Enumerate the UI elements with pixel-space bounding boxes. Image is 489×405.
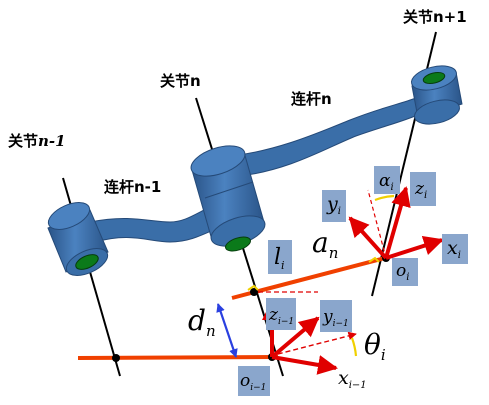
symbol-l-i: li (274, 245, 285, 272)
label-joint-n: 关节n (160, 72, 201, 90)
joint-n-cylinder (190, 145, 266, 252)
link-n-body (231, 97, 421, 177)
symbol-a-n: an (312, 226, 338, 262)
box-z-im1 (266, 298, 296, 330)
axis-ref-dashed-top (367, 189, 387, 259)
label-joint-n-plus-1: 关节n+1 (403, 8, 467, 26)
box-y-im1 (320, 300, 352, 332)
angle-theta-arc (350, 337, 358, 357)
angle-alpha-arc (374, 194, 395, 202)
symbol-x-im1: xi−1 (338, 367, 367, 391)
symbol-theta-i: θi (364, 328, 386, 364)
symbol-o-im1: oi−1 (240, 371, 266, 393)
distance-dn-arrow (216, 303, 238, 358)
joint-n-plus-1-cylinder (411, 65, 463, 125)
box-alpha-i (374, 166, 400, 194)
symbol-d-n: dn (188, 304, 216, 340)
point-joint-n (250, 288, 258, 296)
axis-x-i (385, 235, 444, 260)
box-o-im1 (238, 366, 270, 396)
symbol-z-im1: zi−1 (268, 305, 294, 327)
symbol-o-i: oi (396, 261, 409, 283)
box-l-i (268, 240, 292, 274)
label-link-n: 连杆n (291, 90, 332, 108)
link-n-minus-1-body (89, 204, 219, 243)
angle-right-mark (368, 256, 380, 263)
axis-ref-dashed-lower (269, 331, 357, 357)
point-joint-n-minus-1 (112, 354, 120, 362)
symbol-y-i: yi (326, 193, 341, 217)
axis-x-im1 (271, 355, 338, 375)
box-o-i (392, 258, 418, 286)
symbol-y-im1: yi−1 (322, 307, 349, 329)
symbol-alpha-i: αi (379, 171, 394, 193)
axis-y-i (348, 216, 388, 260)
box-z-i (410, 172, 436, 206)
symbol-x-i: xi (447, 237, 461, 261)
label-joint-n-minus-1: 关节n-1 (8, 132, 66, 150)
label-link-n-minus-1: 连杆n-1 (104, 178, 161, 196)
angle-li-mark (247, 284, 259, 291)
box-y-i (322, 190, 346, 222)
axis-z-i (384, 186, 411, 259)
box-x-i (442, 234, 468, 264)
joint-n-minus-1-cylinder (47, 202, 109, 276)
common-normal-lower (77, 355, 279, 360)
axis-y-im1 (270, 316, 320, 359)
symbol-z-i: zi (414, 179, 427, 201)
